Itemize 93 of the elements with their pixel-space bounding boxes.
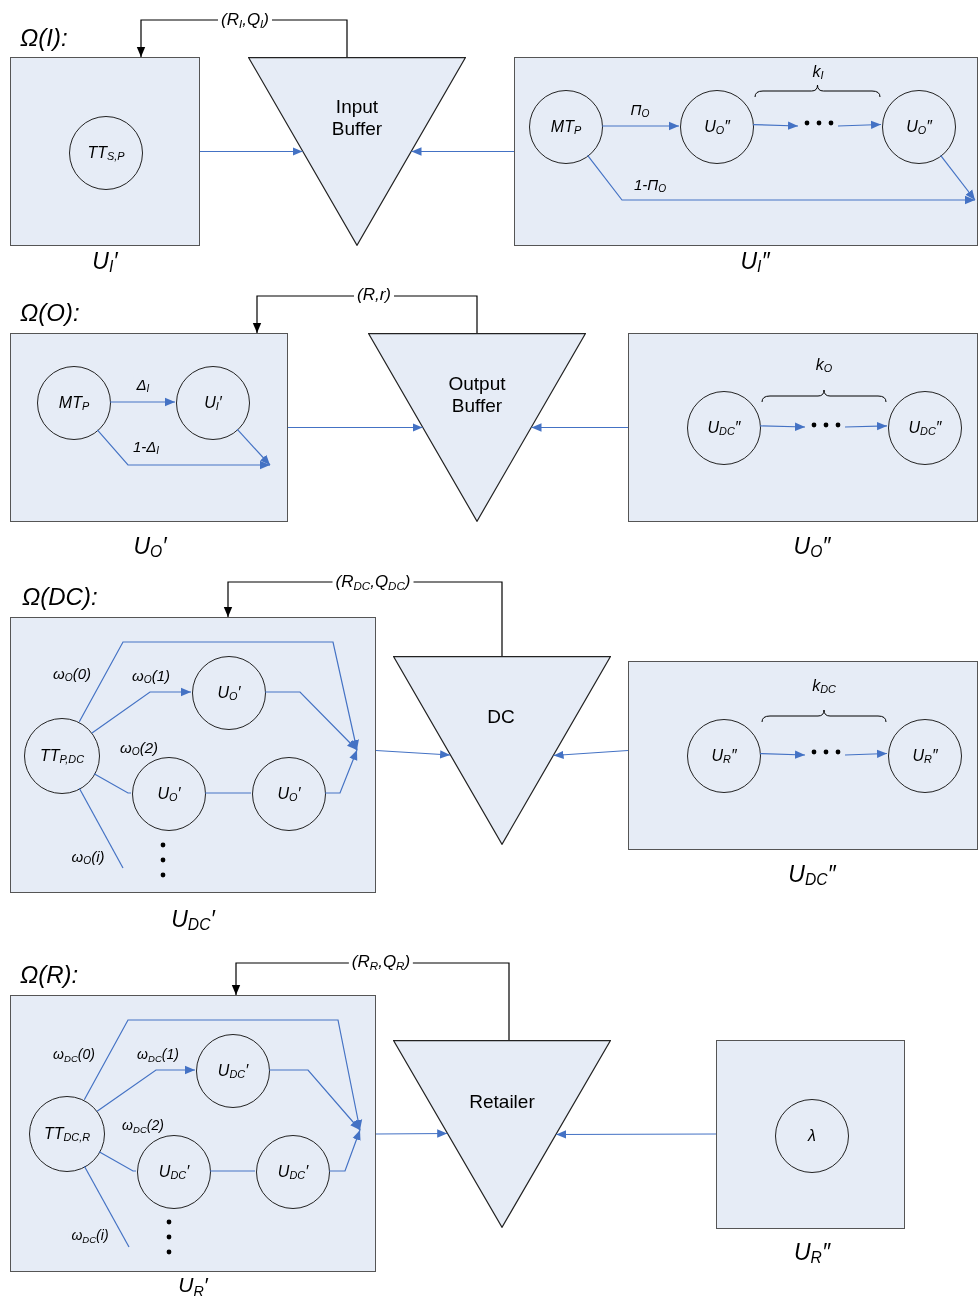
- state-label: MT$_{P}$: [58, 393, 90, 413]
- edge-label: (R$_{DC}$,Q$_{DC}$): [332, 572, 414, 592]
- arrow: [555, 1130, 717, 1139]
- arrow: [375, 749, 451, 759]
- state-label: U$_{DC}$″: [707, 418, 741, 438]
- arrow: [268, 1069, 361, 1131]
- connector-line: [209, 1170, 256, 1172]
- buffer-triangle: [393, 1040, 611, 1228]
- connector-line: [78, 787, 124, 869]
- arrow: [530, 423, 629, 432]
- state-label: U$_{O}$″: [906, 117, 932, 137]
- subsystem-box: [10, 333, 288, 522]
- arrow: [844, 421, 888, 431]
- arrow: [940, 154, 976, 201]
- arrow: [410, 147, 515, 156]
- state-circle: [24, 718, 100, 794]
- buffer-label: DC: [486, 706, 516, 728]
- state-label: U$_{DC}$′: [277, 1162, 309, 1182]
- arrow: [287, 423, 424, 432]
- arrow: [91, 687, 192, 734]
- arrow: [328, 1129, 361, 1172]
- arrow: [83, 1019, 363, 1131]
- section-title: Ω(DC):: [22, 583, 98, 611]
- state-circle: [29, 1096, 105, 1172]
- arrow: [759, 750, 806, 759]
- arrow: [96, 1065, 196, 1112]
- arrow: [375, 1129, 448, 1138]
- state-label: U$_{DC}$′: [217, 1061, 249, 1081]
- section-title: Ω(R):: [20, 961, 79, 989]
- box-caption: U$_{O}$″: [793, 532, 831, 562]
- state-label: TT$_{S,P}$: [87, 143, 125, 163]
- edge-label: (R,r): [354, 285, 394, 305]
- arrow: [759, 422, 806, 431]
- subsystem-box: [716, 1040, 905, 1229]
- state-label: U$_{O}$′: [217, 683, 241, 703]
- subsystem-box: [10, 995, 376, 1272]
- state-label: U$_{R}$″: [711, 746, 737, 766]
- subsystem-box: [10, 617, 376, 893]
- box-caption: U$_{R}$′: [178, 1273, 208, 1299]
- state-label: U$_{DC}$″: [908, 418, 942, 438]
- buffer-label: Output Buffer: [447, 373, 507, 417]
- arrow: [236, 428, 271, 466]
- arrow: [752, 121, 799, 130]
- edge-label: ω$_{DC}$(2): [119, 1117, 167, 1135]
- state-label: U$_{O}$′: [277, 784, 301, 804]
- connector-line: [98, 1151, 137, 1172]
- state-label: TT$_{P,DC}$: [39, 746, 85, 766]
- edge-label: (R$_{R}$,Q$_{R}$): [348, 952, 414, 972]
- arrow: [601, 121, 680, 131]
- arrow: [96, 429, 271, 470]
- buffer-label: Input Buffer: [330, 96, 384, 140]
- subsystem-box: [10, 57, 200, 246]
- arrow: [844, 749, 888, 759]
- state-label: TT$_{DC,R}$: [43, 1124, 91, 1144]
- brace-label: k$_{I}$: [812, 62, 824, 82]
- box-caption: U$_{R}$″: [793, 1238, 831, 1268]
- brace-label: k$_{O}$: [815, 355, 833, 375]
- state-label: U$_{O}$″: [704, 117, 730, 137]
- box-caption: U$_{I}$′: [92, 247, 118, 277]
- buffer-label: Retailer: [468, 1091, 536, 1113]
- buffer-triangle: [248, 57, 466, 246]
- brace-label: k$_{DC}$: [812, 676, 836, 696]
- arrow: [199, 147, 304, 156]
- subsystem-box: [628, 661, 978, 850]
- box-caption: U$_{DC}$″: [788, 860, 836, 890]
- arrow: [587, 154, 976, 205]
- arrow: [264, 691, 358, 751]
- edge-label: ω$_{DC}$(1): [134, 1046, 182, 1064]
- buffer-triangle: [393, 656, 611, 845]
- arrow: [837, 120, 882, 130]
- state-label: U$_{DC}$′: [158, 1162, 190, 1182]
- connector-line: [204, 792, 252, 794]
- box-caption: U$_{I}$″: [740, 247, 770, 277]
- state-label: U$_{I}$′: [204, 393, 222, 413]
- section-title: Ω(O):: [20, 299, 80, 327]
- buffer-triangle: [368, 333, 586, 522]
- subsystem-box: [514, 57, 978, 246]
- section-title: Ω(I):: [20, 24, 68, 52]
- connector-line: [83, 1165, 130, 1248]
- state-label: U$_{O}$′: [157, 784, 181, 804]
- state-label: U$_{R}$″: [912, 746, 938, 766]
- edge-label: (R$_{I}$,Q$_{I}$): [218, 10, 272, 30]
- arrow: [553, 749, 629, 759]
- arrow: [324, 749, 358, 794]
- subsystem-box: [628, 333, 978, 522]
- connector-line: [93, 773, 132, 794]
- state-label: MT$_{P}$: [550, 117, 582, 137]
- edge-label: ω$_{DC}$(0): [50, 1046, 98, 1064]
- arrow: [78, 641, 359, 751]
- box-caption: U$_{O}$′: [133, 532, 167, 562]
- arrow: [109, 397, 176, 407]
- state-label: λ: [808, 1127, 816, 1145]
- box-caption: U$_{DC}$′: [171, 905, 215, 935]
